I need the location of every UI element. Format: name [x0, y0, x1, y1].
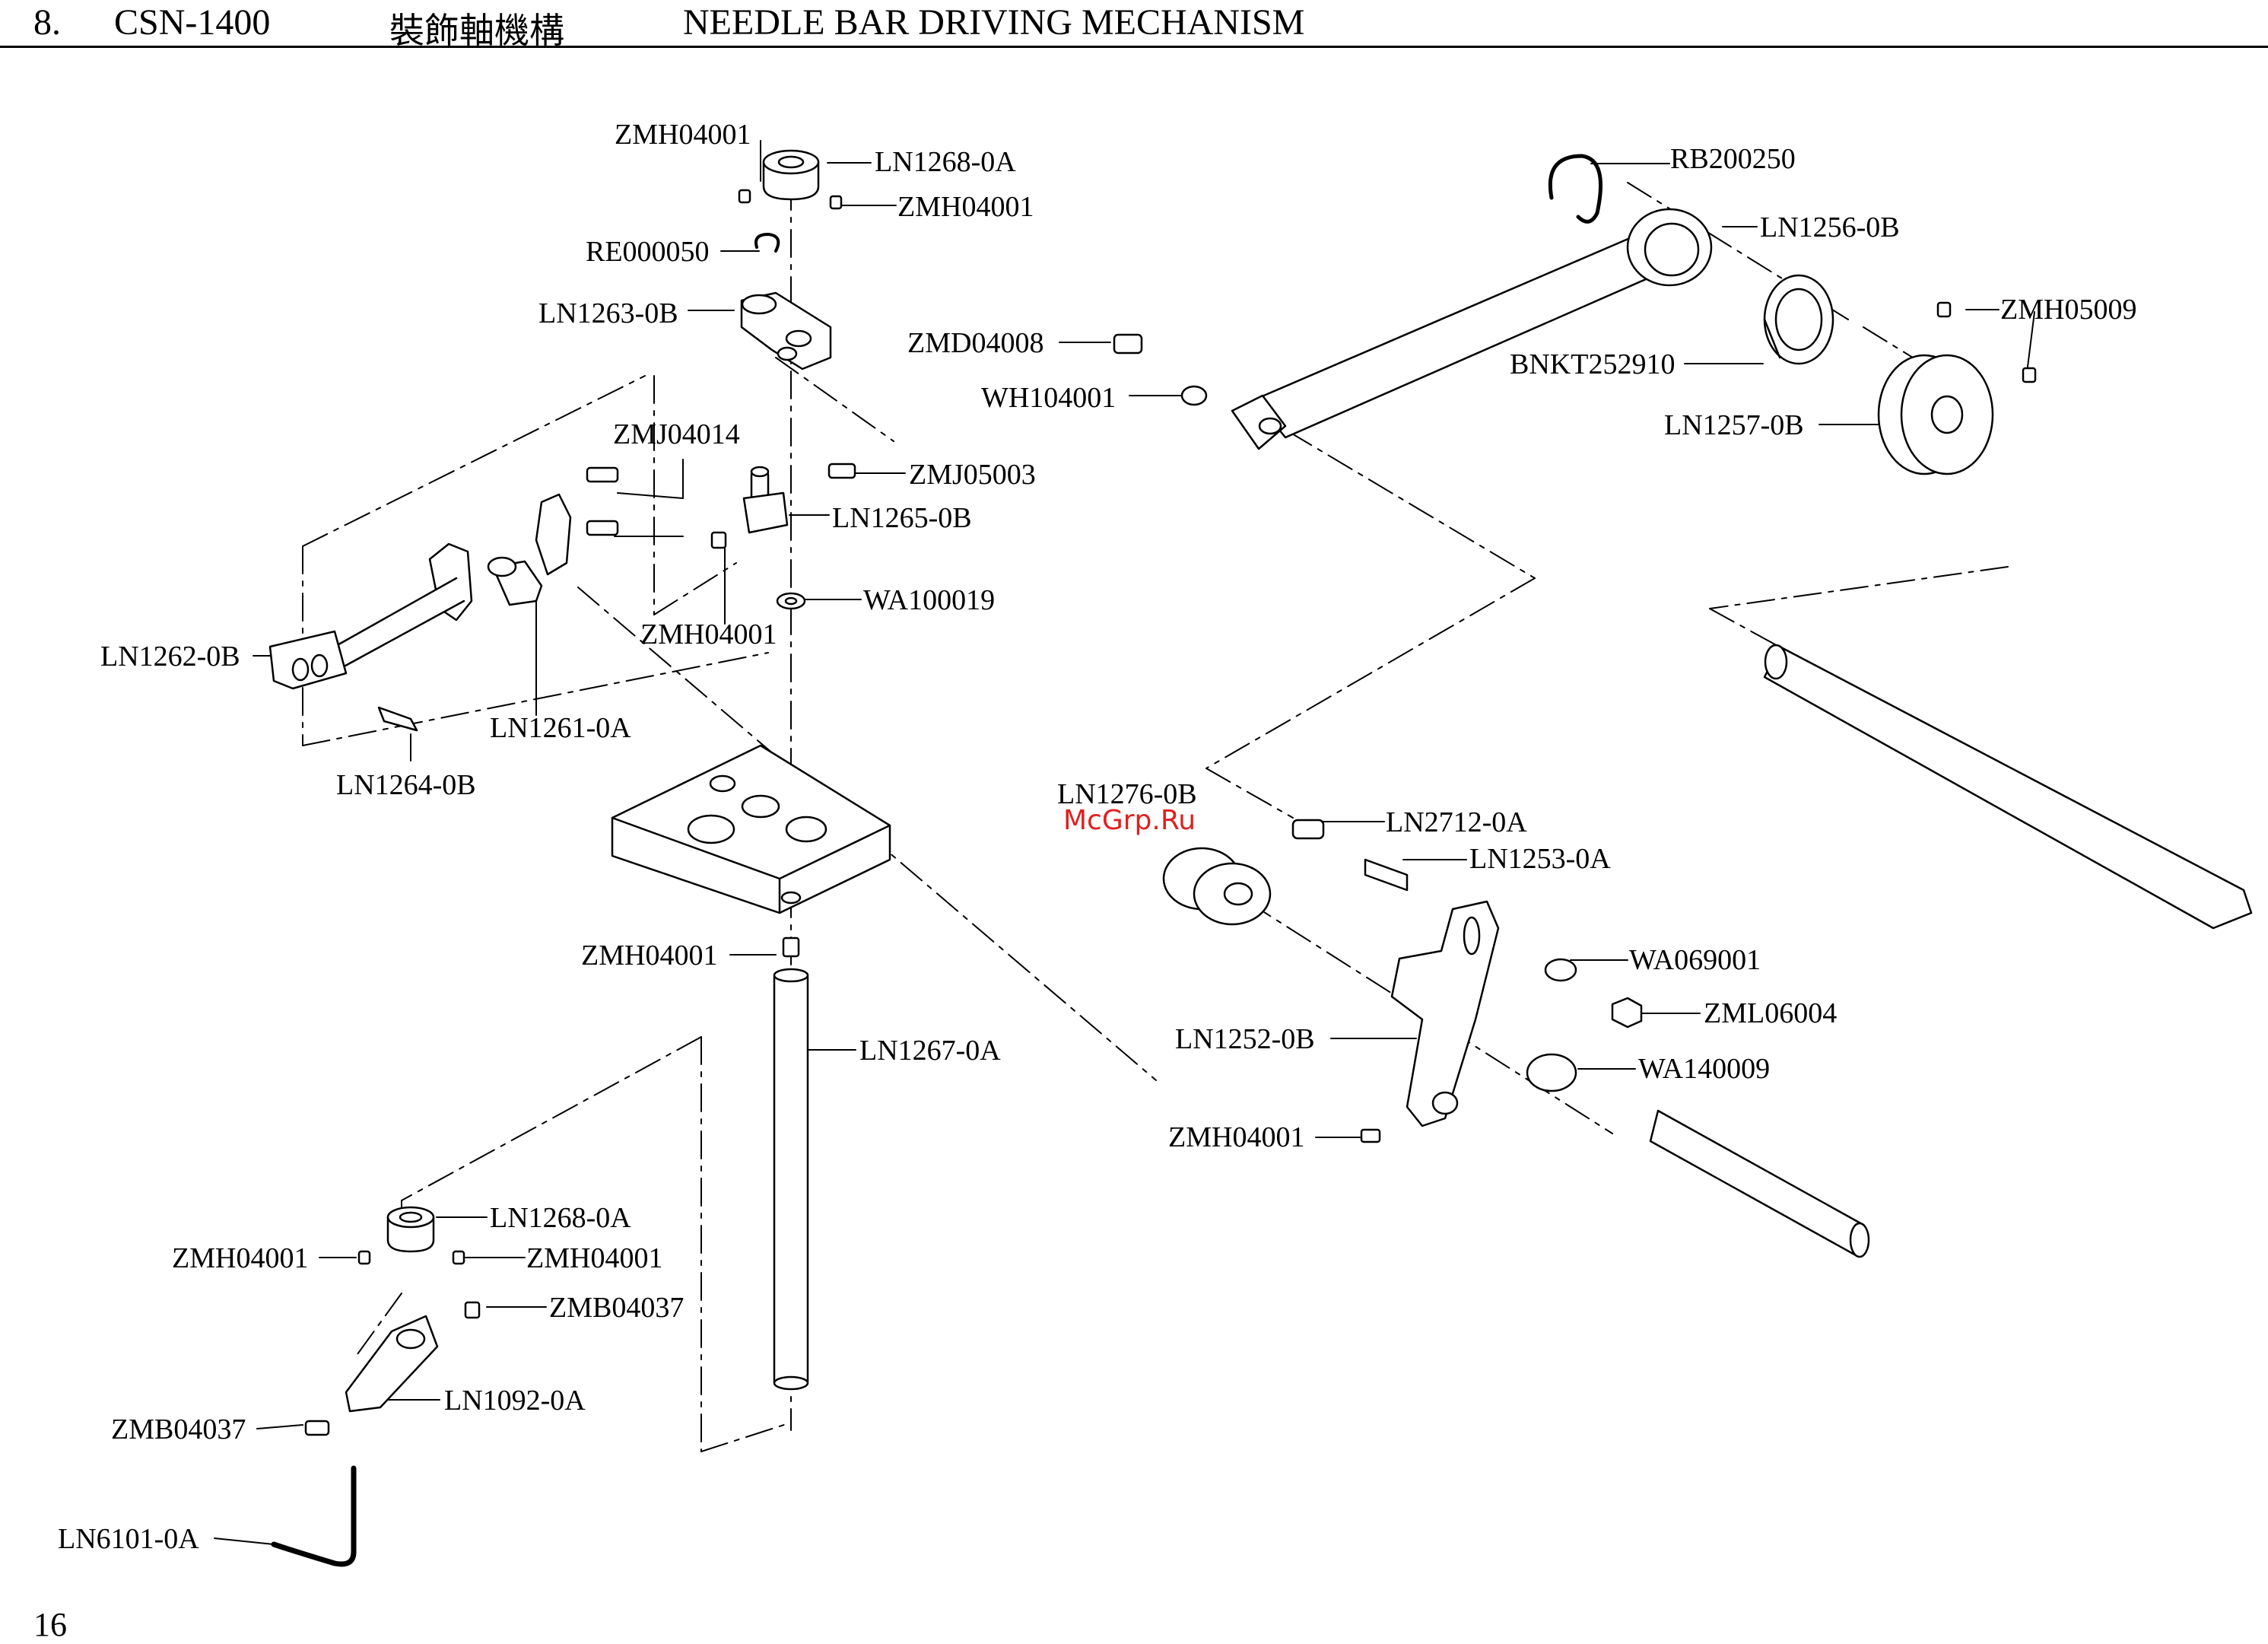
part-label-ln1262-0b: LN1262-0B [100, 641, 240, 673]
model-name: CSN-1400 [114, 2, 271, 43]
stud-pin [1364, 858, 1409, 892]
collar-top [738, 149, 843, 210]
part-label-ln1252-0b: LN1252-0B [1175, 1023, 1315, 1055]
part-label-wh104001: WH104001 [981, 382, 1117, 414]
wh-washer [1180, 385, 1208, 406]
header-rule [0, 46, 2268, 48]
part-label-zmd04008: ZMD04008 [907, 327, 1044, 359]
part-label-ln1276-0b: LN1276-0B [1057, 778, 1197, 810]
e-ring [754, 233, 780, 253]
link-block [710, 463, 856, 610]
needle-bar-holder-bracket [740, 291, 832, 370]
watermark: McGrp.Ru [1063, 805, 1196, 836]
retaining-ring [1548, 154, 1603, 224]
part-label-zmh04001: ZMH04001 [615, 119, 751, 151]
part-label-ln1253-0a: LN1253-0A [1469, 843, 1611, 875]
collar-bottom [357, 1206, 465, 1265]
part-label-zmh04001: ZMH04001 [172, 1242, 309, 1274]
zmd-screw [1113, 333, 1143, 355]
section-title-chinese: 裝飾軸機構 [389, 10, 564, 51]
needle-roller-bearing [1763, 274, 1834, 365]
thread-guide-wire [271, 1465, 357, 1567]
part-label-ln1268-0a: LN1268-0A [490, 1202, 631, 1234]
part-label-ln1263-0b: LN1263-0B [538, 297, 678, 329]
part-label-ln1264-0b: LN1264-0B [336, 769, 476, 801]
connecting-rod [1231, 208, 1713, 450]
part-label-ln1265-0b: LN1265-0B [832, 502, 972, 534]
part-label-ln1267-0a: LN1267-0A [859, 1035, 1001, 1067]
part-label-wa100019: WA100019 [863, 584, 996, 616]
needle-bar-frame [611, 744, 891, 914]
driving-lever [1360, 900, 1500, 1143]
part-label-zmb04037: ZMB04037 [111, 1413, 246, 1445]
part-label-zmh04001: ZMH04001 [640, 618, 777, 650]
part-label-rb200250: RB200250 [1670, 143, 1796, 175]
upper-shaft [1763, 644, 2253, 930]
part-label-zmh04001: ZMH04001 [897, 191, 1034, 223]
part-label-wa069001: WA069001 [1629, 944, 1761, 976]
part-label-bnkt252910: BNKT252910 [1510, 348, 1676, 380]
needle-bar [773, 968, 809, 1391]
washer-wa069001 [1544, 958, 1577, 982]
part-label-zml06004: ZML06004 [1704, 997, 1838, 1029]
connecting-arm-assembly [268, 466, 619, 732]
part-label-zmj04014: ZMJ04014 [613, 418, 740, 450]
part-label-ln1092-0a: LN1092-0A [444, 1385, 586, 1417]
part-label-zmh04001: ZMH04001 [526, 1242, 663, 1274]
crank-hub [1162, 847, 1272, 926]
part-label-ln1268-0a: LN1268-0A [875, 146, 1016, 178]
washer-wa140009 [1526, 1053, 1577, 1092]
part-label-wa140009: WA140009 [1638, 1053, 1771, 1085]
part-label-ln1261-0a: LN1261-0A [490, 712, 631, 744]
thread-guide-holder [304, 1301, 481, 1436]
grease-nipple [1291, 819, 1325, 840]
part-label-zmh05009: ZMH05009 [2000, 294, 2137, 326]
section-title: NEEDLE BAR DRIVING MECHANISM [683, 2, 1305, 43]
part-label-ln1256-0b: LN1256-0B [1760, 211, 1900, 243]
nut-zml06004 [1611, 997, 1643, 1029]
set-screw [782, 936, 800, 958]
eccentric-cam [1877, 301, 2037, 475]
part-label-ln1257-0b: LN1257-0B [1664, 409, 1804, 441]
part-label-zmb04037: ZMB04037 [549, 1292, 685, 1324]
part-label-zmh04001: ZMH04001 [581, 940, 718, 971]
part-label-ln2712-0a: LN2712-0A [1386, 806, 1527, 838]
part-label-ln6101-0a: LN6101-0A [58, 1523, 199, 1555]
part-label-zmh04001: ZMH04001 [1168, 1121, 1305, 1153]
part-label-re000050: RE000050 [586, 236, 710, 268]
section-number: 8. [33, 2, 61, 43]
leader-lines [214, 140, 2035, 1545]
lower-shaft [1649, 1109, 1870, 1258]
part-label-zmj05003: ZMJ05003 [909, 459, 1036, 491]
page-number: 16 [33, 1606, 67, 1643]
